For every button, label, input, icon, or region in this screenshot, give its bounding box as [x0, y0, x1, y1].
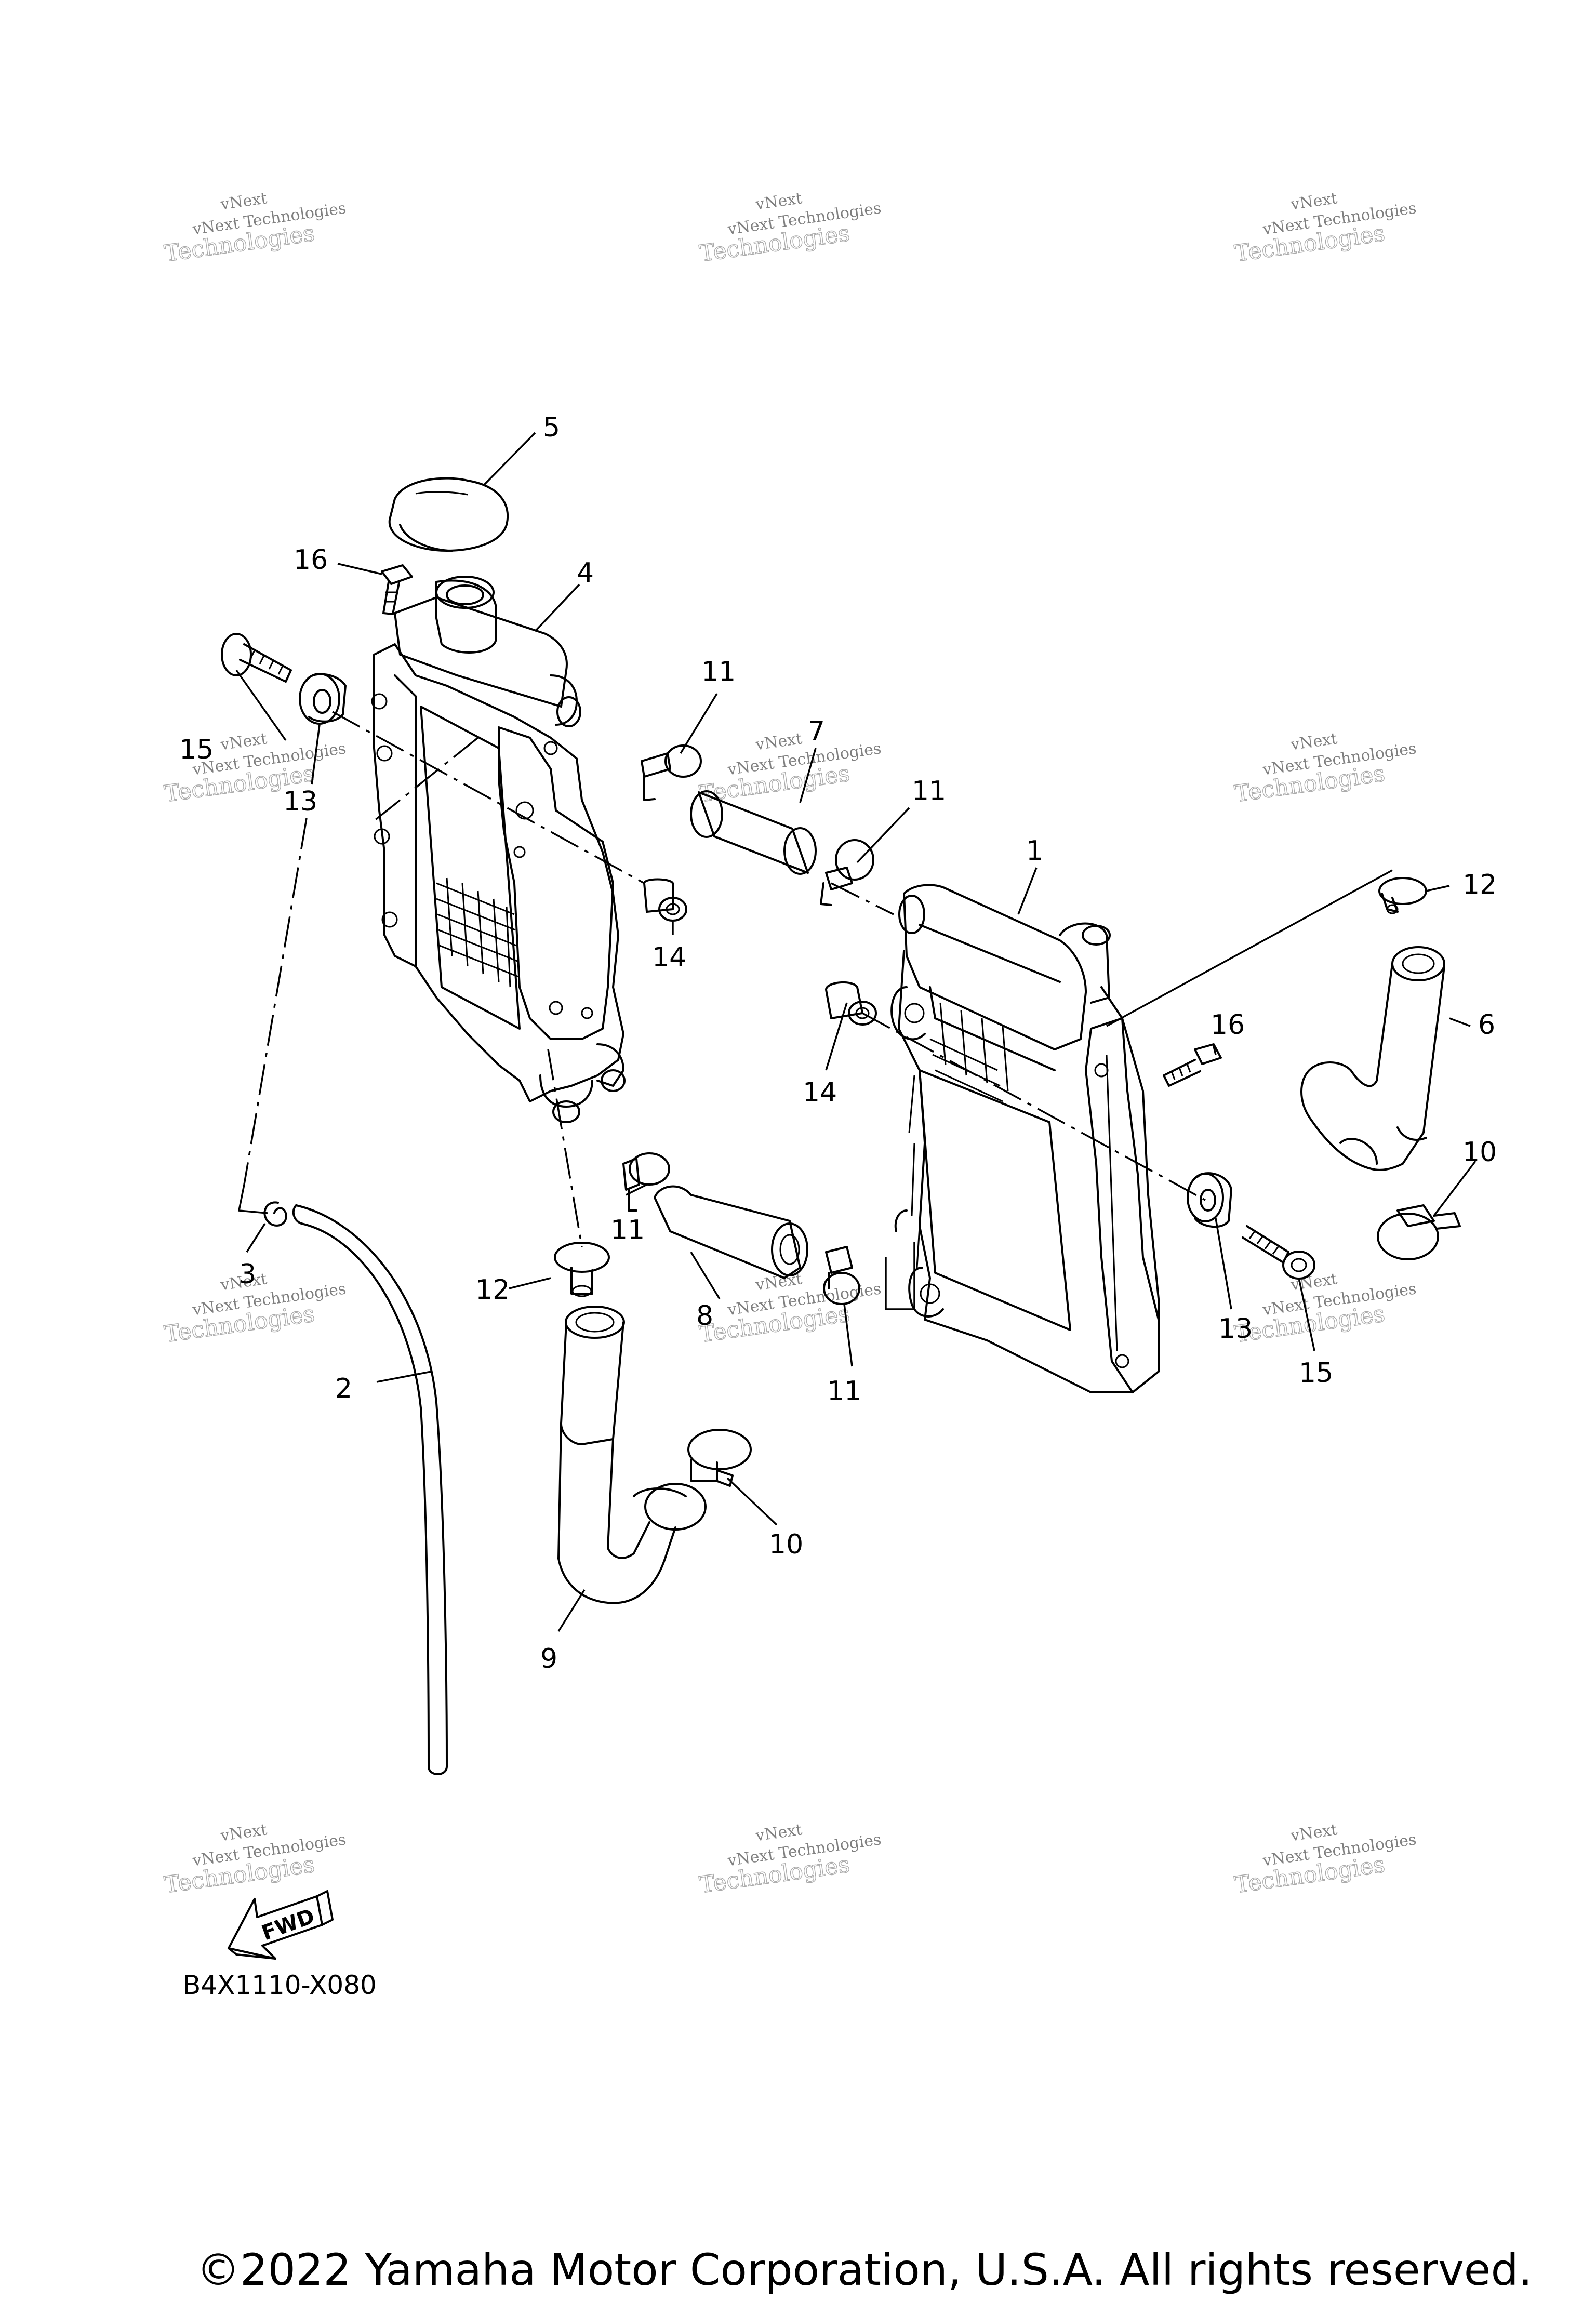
connector-lines [237, 869, 1393, 1310]
callout-13-right: 13 [1218, 1313, 1253, 1345]
assembly-lines [243, 711, 1206, 1247]
watermark: vNext vNext Technologies Technologies [1233, 729, 1418, 808]
clip[interactable] [263, 1201, 287, 1227]
watermark: vNext vNext Technologies Technologies [698, 189, 883, 268]
radiator-right[interactable] [890, 884, 1160, 1393]
fwd-label: FWD [259, 1904, 318, 1945]
hose-lower-short[interactable] [654, 1185, 808, 1279]
callout-12-right: 12 [1462, 869, 1497, 900]
callout-10-center: 10 [769, 1529, 803, 1560]
clamp-right-bottom[interactable] [1377, 1204, 1461, 1260]
svg-text:vNext: vNext [754, 189, 803, 214]
callout-4: 4 [577, 557, 594, 589]
watermark: vNext vNext Technologies Technologies [698, 1270, 883, 1348]
clamp-center-bottom[interactable] [687, 1429, 752, 1487]
callout-1: 1 [1026, 835, 1043, 867]
grommet-left[interactable] [299, 673, 347, 725]
bolt-right-bottom[interactable] [1242, 1225, 1315, 1280]
callout-14-left: 14 [652, 942, 686, 973]
watermark: vNext vNext Technologies Technologies [1233, 189, 1418, 268]
hose-clamp-upper-left[interactable] [641, 744, 702, 801]
bolt-left-top[interactable] [381, 564, 413, 615]
hose-right-curved[interactable] [1300, 946, 1445, 1171]
copyright-notice: ©2022 Yamaha Motor Corporation, U.S.A. A… [196, 2244, 1533, 2295]
svg-text:vNext: vNext [219, 189, 268, 214]
watermark: vNext vNext Technologies Technologies [1233, 1270, 1418, 1348]
svg-text:vNext: vNext [1289, 1270, 1338, 1294]
hose-clamp-upper-right[interactable] [820, 839, 874, 906]
svg-text:vNext: vNext [754, 729, 803, 754]
grommet-right[interactable] [1187, 1172, 1232, 1228]
svg-text:vNext: vNext [1289, 189, 1338, 214]
callout-11-lower-left: 11 [610, 1215, 645, 1246]
bolt-right-top[interactable] [1163, 1043, 1222, 1087]
callout-6: 6 [1478, 1009, 1495, 1041]
watermark: vNext vNext Technologies Technologies [698, 729, 883, 808]
radiator-cap[interactable] [388, 477, 509, 552]
callout-2: 2 [335, 1373, 352, 1404]
watermark: vNext vNext Technologies Technologies [1233, 1820, 1418, 1899]
callout-5: 5 [543, 412, 560, 443]
svg-text:vNext: vNext [1289, 729, 1338, 754]
forward-arrow-icon: FWD [228, 1890, 334, 1960]
callout-9: 9 [540, 1643, 557, 1674]
hose-clamp-lower-left[interactable] [622, 1152, 670, 1212]
callout-15-left: 15 [179, 734, 214, 765]
callout-3: 3 [239, 1259, 256, 1290]
svg-text:vNext: vNext [1289, 1820, 1338, 1845]
callout-7: 7 [808, 716, 825, 747]
clamp-right-top[interactable] [1378, 877, 1427, 914]
hose-clamp-lower-right[interactable] [823, 1246, 860, 1305]
svg-text:vNext: vNext [219, 1820, 268, 1845]
watermark: vNext vNext Technologies Technologies [698, 1820, 883, 1899]
leader-lines [235, 432, 1477, 1632]
callout-16-left: 16 [294, 544, 328, 576]
callout-12-left: 12 [475, 1274, 510, 1306]
callout-13-left: 13 [283, 786, 317, 817]
callout-16-right: 16 [1211, 1009, 1245, 1041]
callout-10-right: 10 [1462, 1137, 1497, 1168]
callout-8: 8 [696, 1300, 713, 1332]
overflow-tube[interactable] [292, 1204, 448, 1775]
callout-15-right: 15 [1299, 1358, 1333, 1389]
diagram-code: B4X1110-X080 [183, 1970, 377, 2000]
hose-lower-curved[interactable] [557, 1306, 707, 1604]
clamp-left-bottom[interactable] [554, 1242, 610, 1297]
radiator-left[interactable] [371, 576, 626, 1123]
watermark: vNext vNext Technologies Technologies [163, 189, 348, 268]
callout-labels: 1 2 3 4 5 6 7 8 9 10 10 11 11 11 11 12 1… [179, 412, 1497, 1674]
collar-right[interactable] [825, 981, 877, 1026]
callout-11-lower-right: 11 [827, 1376, 861, 1407]
bolt-left-mid[interactable] [221, 633, 292, 683]
watermark: vNext vNext Technologies Technologies [163, 1820, 348, 1899]
callout-14-right: 14 [803, 1077, 837, 1108]
svg-text:vNext: vNext [754, 1820, 803, 1845]
callout-11-upper-left: 11 [701, 656, 736, 687]
collar-left[interactable] [643, 878, 687, 922]
svg-text:vNext: vNext [219, 729, 268, 754]
hose-upper-short[interactable] [690, 790, 817, 875]
callout-11-upper-right: 11 [912, 776, 946, 807]
